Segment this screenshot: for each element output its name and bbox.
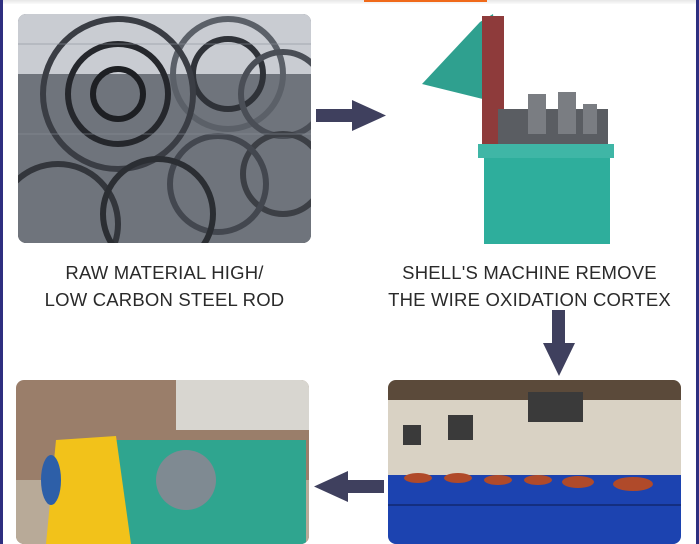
arrow-right-icon xyxy=(316,100,388,137)
step-2-caption-line1: SHELL'S MACHINE REMOVE xyxy=(402,262,657,283)
photo-descaling-machine xyxy=(418,14,618,244)
top-bar xyxy=(0,0,699,4)
photo-steel-wire-rod-coils xyxy=(18,14,311,243)
step-1-caption-line1: RAW MATERIAL HIGH/ xyxy=(65,262,264,283)
step-2-caption-line2: THE WIRE OXIDATION CORTEX xyxy=(388,289,671,310)
active-tab-indicator xyxy=(364,0,487,2)
step-2-caption: SHELL'S MACHINE REMOVE THE WIRE OXIDATIO… xyxy=(360,259,699,313)
step-1-caption-line2: LOW CARBON STEEL ROD xyxy=(44,289,285,310)
arrow-left-icon xyxy=(312,471,384,508)
arrow-down-icon xyxy=(543,310,575,382)
photo-wire-coiling-machine xyxy=(16,380,309,544)
photo-wire-drawing-machine-line xyxy=(388,380,681,544)
step-1-caption: RAW MATERIAL HIGH/ LOW CARBON STEEL ROD xyxy=(18,259,311,313)
